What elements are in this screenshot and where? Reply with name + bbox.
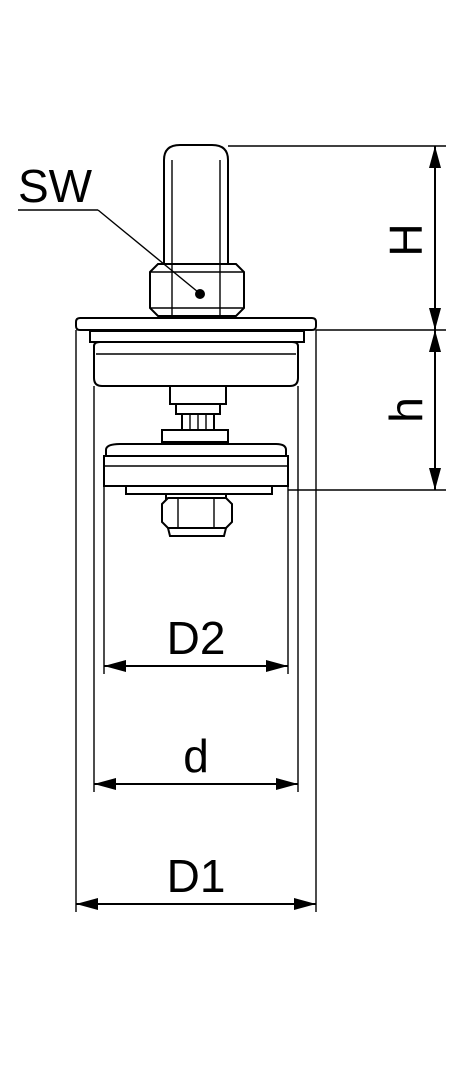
label-sw: SW: [18, 160, 93, 212]
hex-nut: [149, 263, 245, 317]
label-D2: D2: [167, 612, 226, 664]
stem: [163, 144, 229, 267]
extension-lines: [75, 145, 446, 912]
bottom-nut: [161, 493, 233, 537]
label-D1: D1: [167, 850, 226, 902]
label-d: d: [183, 730, 209, 782]
sw-leader-line-diagonal: [97, 209, 199, 293]
top-flange: [75, 317, 317, 331]
valve-part: [75, 144, 317, 537]
label-h: h: [380, 397, 432, 423]
spindle: [161, 385, 229, 443]
upper-body: [89, 330, 305, 387]
label-H: H: [380, 223, 432, 256]
valve-disc: [103, 443, 289, 495]
